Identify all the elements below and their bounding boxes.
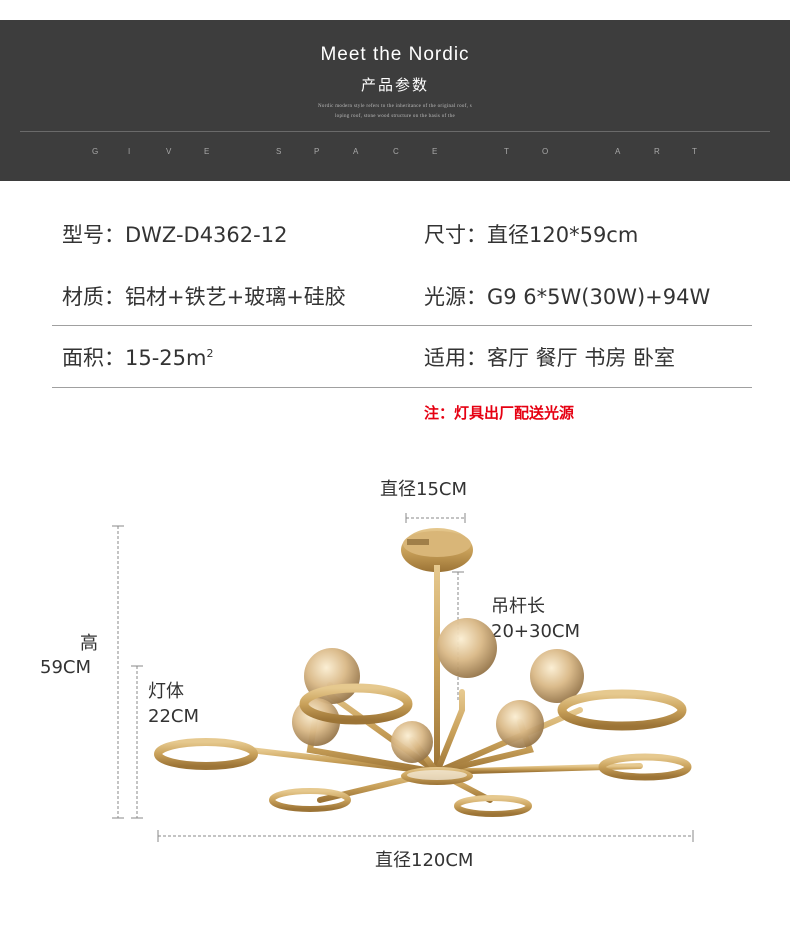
product-diagram: 直径15CM 吊杆长 20+30CM 高 59CM 灯体 22CM 直径120C…	[0, 470, 790, 890]
spec-area: 面积：15-25m2	[62, 342, 213, 372]
spec-size: 尺寸：直径120*59cm	[424, 223, 639, 247]
led-rings	[154, 683, 692, 817]
spaced-letter: E	[204, 147, 210, 156]
height-label: 高	[80, 633, 98, 654]
spaced-letter: O	[542, 147, 549, 156]
spec-divider-1	[52, 325, 752, 326]
total-diameter-label: 直径120CM	[375, 850, 474, 871]
body-height-value: 22CM	[148, 706, 200, 727]
spaced-letter: V	[166, 147, 172, 156]
header-divider	[20, 131, 770, 132]
spaced-letter: T	[692, 147, 697, 156]
spec-usage: 适用：客厅 餐厅 书房 卧室	[424, 346, 676, 370]
rod-length-label: 吊杆长	[491, 596, 545, 617]
spaced-letter: R	[654, 147, 660, 156]
dimension-lines	[112, 513, 694, 842]
canopy-diameter-label: 直径15CM	[380, 479, 468, 500]
spaced-letter: I	[128, 147, 131, 156]
height-value: 59CM	[40, 657, 92, 678]
spaced-letter: T	[504, 147, 509, 156]
spec-material: 材质：铝材+铁艺+玻璃+硅胶	[62, 285, 346, 309]
hanging-rod	[434, 565, 440, 770]
spec-area-text: 面积：15-25m	[62, 346, 207, 370]
spaced-letter: A	[353, 147, 359, 156]
spaced-letter: E	[432, 147, 438, 156]
header-tagline-line2: loping roof, stone wood structure on the…	[334, 114, 456, 119]
note-light-included: 注：灯具出厂配送光源	[424, 404, 575, 422]
spec-light-source: 光源：G9 6*5W(30W)+94W	[424, 285, 711, 309]
body-height-label: 灯体	[148, 681, 184, 702]
spec-model: 型号：DWZ-D4362-12	[62, 223, 288, 247]
spaced-letter: C	[393, 147, 399, 156]
chandelier-illustration	[112, 513, 694, 842]
rod-length-value: 20+30CM	[491, 621, 580, 642]
header-tagline-line1: Nordic modern style refers to the inheri…	[318, 104, 472, 109]
spaced-letter: S	[276, 147, 282, 156]
header-title-cn: 产品参数	[360, 76, 429, 94]
spaced-letter: P	[314, 147, 320, 156]
glass-globes	[292, 618, 584, 763]
ceiling-canopy	[401, 528, 473, 572]
spaced-letter: A	[615, 147, 621, 156]
header-title-en: Meet the Nordic	[320, 44, 470, 65]
header-banner: Meet the Nordic 产品参数 Nordic modern style…	[0, 20, 790, 181]
spec-area-sup: 2	[206, 347, 214, 360]
spec-divider-2	[52, 387, 752, 388]
spaced-letter: G	[92, 147, 99, 156]
